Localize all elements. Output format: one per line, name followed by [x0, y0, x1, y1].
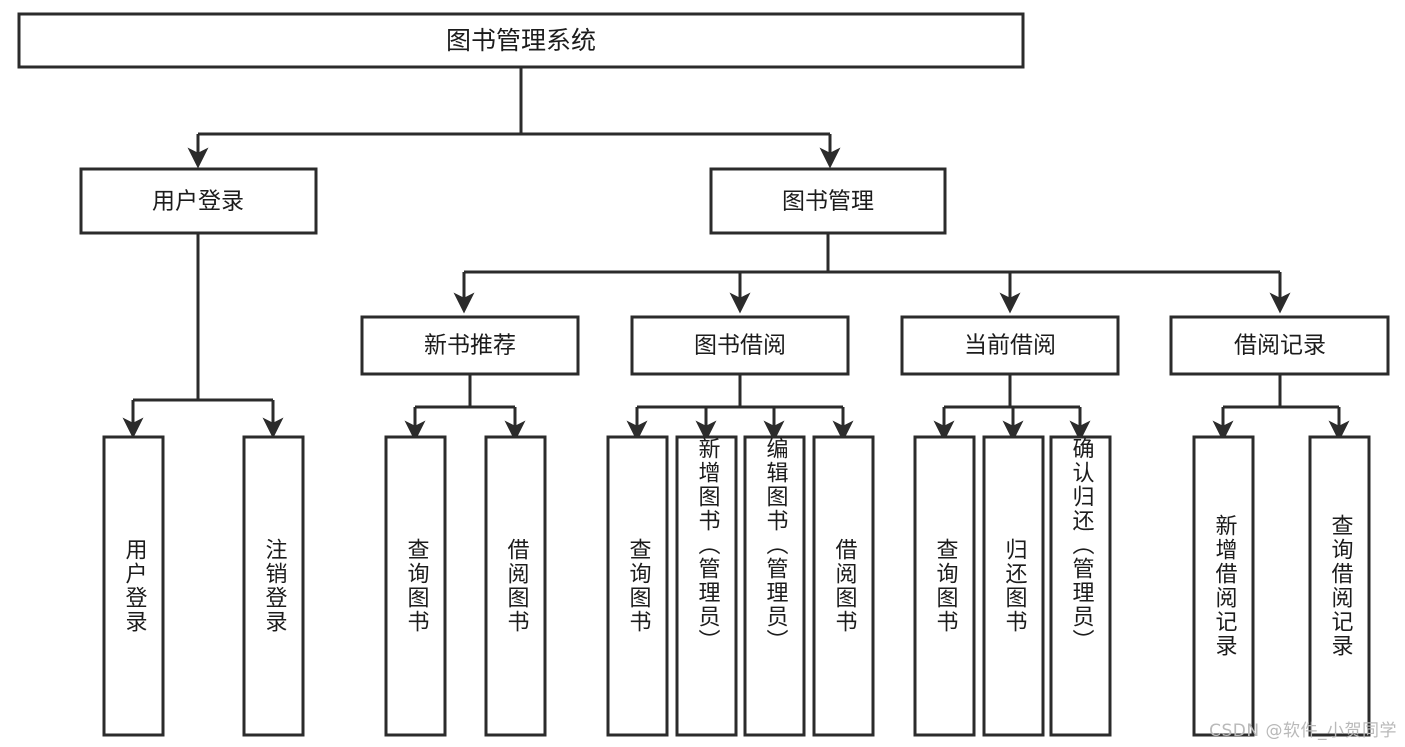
node-new-book-recommend[interactable]	[360, 315, 580, 376]
leaf-node[interactable]	[484, 435, 547, 737]
node-book-borrow-label: 图书借阅	[694, 333, 786, 359]
connector-book-management-to-level3	[453, 233, 1291, 314]
leaf-node[interactable]	[1308, 435, 1371, 737]
leaf-node[interactable]	[913, 435, 976, 737]
leaf-node[interactable]	[242, 435, 305, 737]
connector-user-login-to-leaves	[122, 233, 284, 439]
leaf-node[interactable]	[384, 435, 447, 737]
node-book-management-label: 图书管理	[782, 189, 874, 215]
node-root-label: 图书管理系统	[446, 26, 596, 55]
node-user-login-label: 用户登录	[152, 189, 244, 215]
node-current-borrow-label: 当前借阅	[964, 333, 1056, 359]
watermark-text: CSDN @软件_小贺同学	[1209, 721, 1397, 741]
leaf-node[interactable]	[675, 435, 738, 737]
connector-current-borrow-to-leaves	[933, 374, 1091, 442]
leaf-node[interactable]	[1192, 435, 1255, 737]
leaf-node[interactable]	[102, 435, 165, 737]
connector-root-to-level2	[187, 67, 841, 169]
connector-new-book-recommend-to-leaves	[404, 374, 526, 442]
node-new-book-recommend-label: 新书推荐	[424, 333, 516, 359]
connector-book-borrow-to-leaves	[626, 374, 854, 442]
leaf-node[interactable]	[982, 435, 1045, 737]
node-root[interactable]	[17, 12, 1025, 69]
node-user-login[interactable]	[79, 167, 318, 235]
node-current-borrow[interactable]	[900, 315, 1120, 376]
leaf-node[interactable]	[812, 435, 875, 737]
connector-borrow-record-to-leaves	[1212, 374, 1350, 442]
node-borrow-record-label: 借阅记录	[1234, 333, 1326, 359]
leaf-node[interactable]	[1049, 435, 1112, 737]
leaf-node[interactable]	[743, 435, 806, 737]
leaf-node[interactable]	[606, 435, 669, 737]
